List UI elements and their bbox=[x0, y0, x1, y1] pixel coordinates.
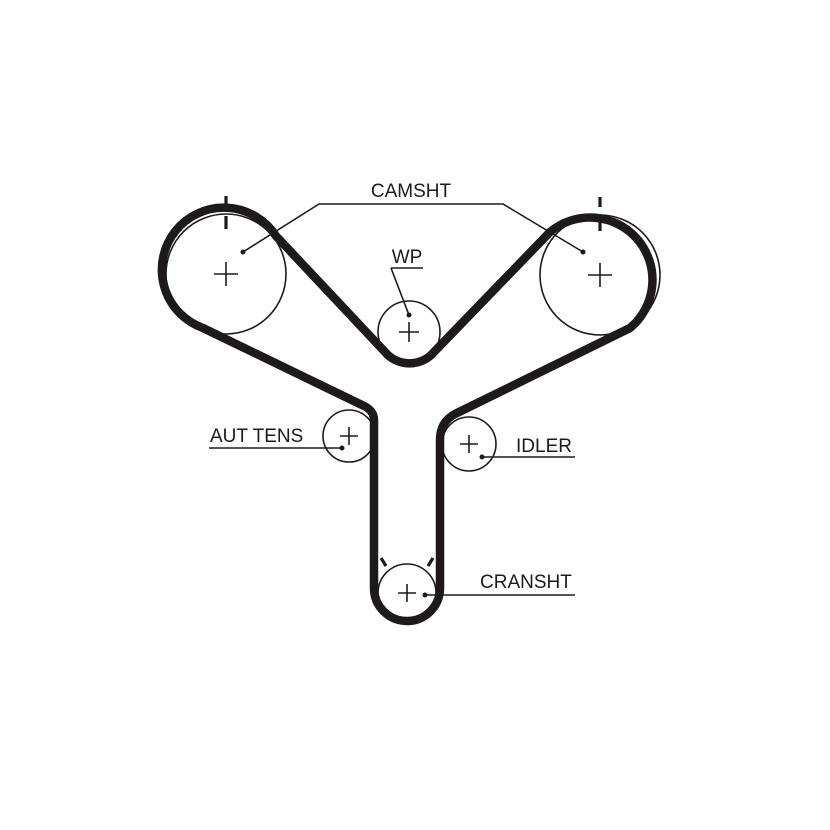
idler-label: IDLER bbox=[516, 436, 572, 457]
idler-leader bbox=[479, 454, 575, 460]
water-pump-pulley bbox=[377, 300, 441, 364]
crankshaft-leader bbox=[422, 592, 575, 598]
auto-tensioner-pulley bbox=[322, 409, 376, 463]
timing-mark bbox=[379, 557, 388, 567]
left-camshaft-pulley bbox=[165, 196, 287, 335]
crankshaft-label: CRANSHT bbox=[480, 572, 572, 593]
timing-mark bbox=[426, 557, 435, 567]
water-pump-label: WP bbox=[392, 247, 423, 268]
camshaft-label: CAMSHT bbox=[371, 181, 452, 202]
right-camshaft-pulley bbox=[539, 197, 661, 336]
camshaft-leader bbox=[240, 203, 586, 255]
auto-tensioner-label: AUT TENS bbox=[210, 426, 303, 447]
crankshaft-pulley bbox=[377, 557, 437, 623]
auto-tensioner-leader bbox=[209, 445, 345, 451]
idler-pulley bbox=[441, 416, 497, 472]
timing-belt bbox=[157, 203, 657, 626]
water-pump-leader bbox=[390, 267, 423, 318]
